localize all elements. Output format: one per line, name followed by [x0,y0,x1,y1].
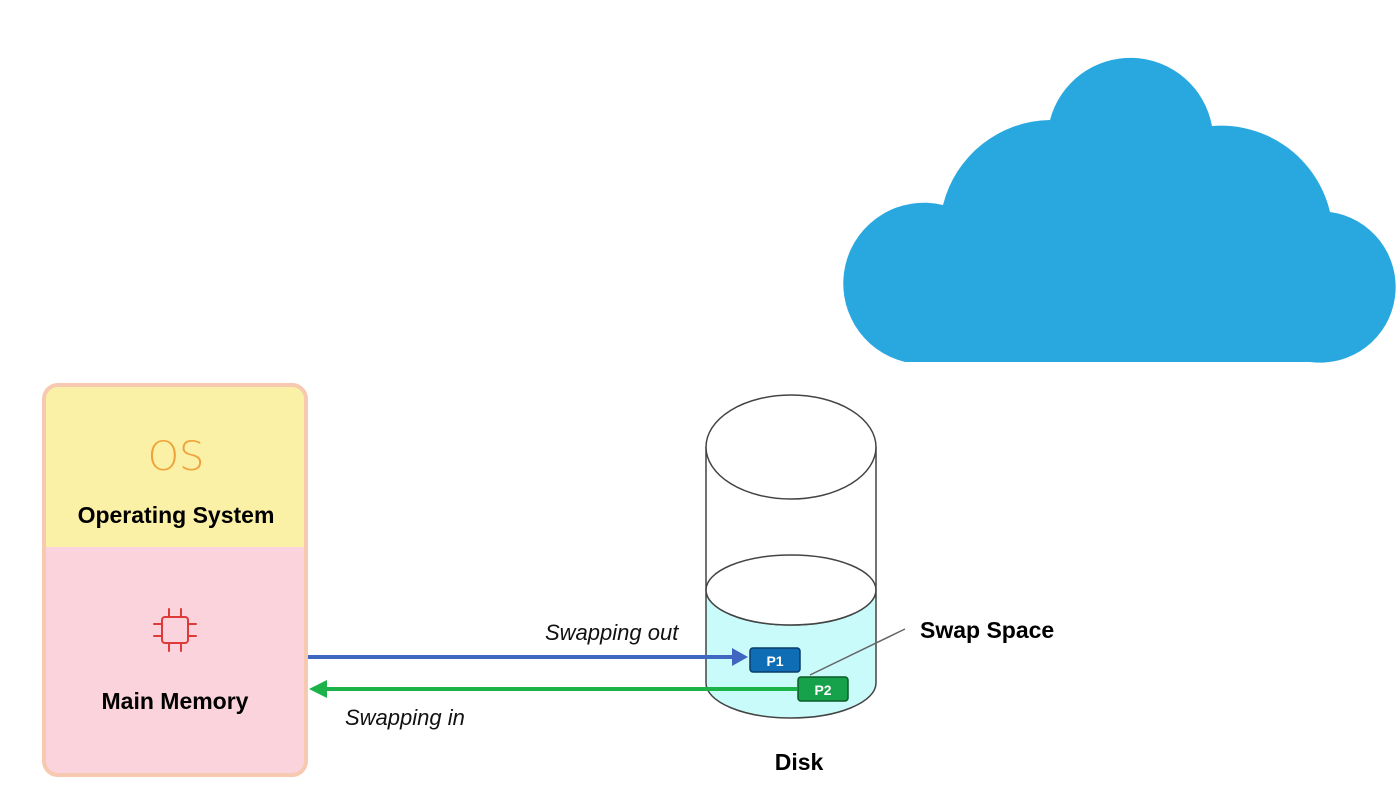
os-region [44,385,306,547]
disk-top [705,394,877,500]
swapping-in-arrow [309,680,797,698]
operating-system-label: Operating System [78,502,275,528]
svg-text:P2: P2 [814,682,831,698]
swap-space-label: Swap Space [920,617,1054,643]
memory-border [42,383,308,777]
page-p1-badge: P1 [749,647,801,673]
disk-label: Disk [775,749,824,775]
page-p2-badge: P2 [797,676,849,702]
os-glyph: OS [148,434,205,480]
swapping-out-label: Swapping out [545,620,679,645]
main-memory-label: Main Memory [102,688,249,714]
memory-region [44,547,306,775]
swap-space-leader-line [809,628,906,676]
cloud-icon [843,57,1396,363]
swapping-in-label: Swapping in [345,705,465,730]
svg-text:P1: P1 [766,653,783,669]
main-memory-block: OS Operating System Main Memory [42,383,308,777]
cpu-chip-icon [153,608,197,652]
swapping-out-arrow [308,648,748,666]
